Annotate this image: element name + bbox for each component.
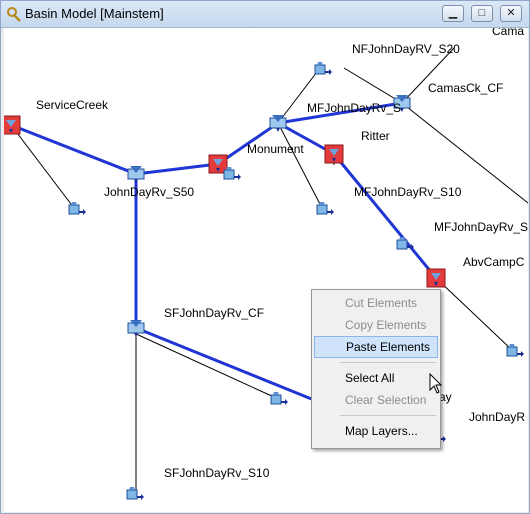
basin-model-icon (7, 7, 21, 22)
basin-network (4, 47, 528, 501)
label-sf-john-day-rv-s10: SFJohnDayRv_S10 (164, 466, 270, 480)
menu-map-layers[interactable]: Map Layers... (345, 424, 418, 438)
label-camas: Cama (492, 28, 525, 38)
window-title: Basin Model [Mainstem] (25, 6, 164, 21)
menu-separator (340, 362, 436, 363)
label-mf-john-day-rv-s10: MFJohnDayRv_S10 (354, 185, 462, 199)
basin-map-canvas[interactable]: Cama NFJohnDayRV_S20 CamasCk_CF ServiceC… (4, 28, 528, 512)
label-ritter: Ritter (361, 129, 390, 143)
menu-separator-2 (340, 415, 436, 416)
maximize-button[interactable]: □ (471, 5, 493, 22)
label-mf-john-day-rv-s: MFJohnDayRv_S (307, 101, 402, 115)
context-menu: Cut Elements Copy Elements Paste Element… (311, 289, 441, 449)
minimize-button[interactable]: ▁ (442, 5, 464, 22)
menu-cut-elements[interactable]: Cut Elements (345, 296, 418, 310)
menu-select-all[interactable]: Select All (345, 371, 395, 385)
label-john-day-rv-s50: JohnDayRv_S50 (104, 185, 195, 199)
menu-paste-elements[interactable]: Paste Elements (314, 336, 438, 358)
close-button[interactable]: ✕ (500, 5, 522, 22)
label-abv-camp-c: AbvCampC (463, 255, 525, 269)
menu-clear-selection[interactable]: Clear Selection (345, 393, 427, 407)
label-mf-john-day-rv-s-right: MFJohnDayRv_S (434, 220, 528, 234)
label-monument: Monument (247, 142, 304, 156)
label-john-day-r: JohnDayR (469, 410, 526, 424)
label-sf-john-day-rv-cf: SFJohnDayRv_CF (164, 306, 265, 320)
label-service-creek: ServiceCreek (36, 98, 109, 112)
label-ay: ay (439, 390, 452, 404)
mouse-cursor-icon (429, 373, 443, 394)
title-bar[interactable]: Basin Model [Mainstem] ▁ □ ✕ (1, 1, 529, 28)
label-nf-john-day-s20: NFJohnDayRV_S20 (352, 42, 460, 56)
menu-copy-elements[interactable]: Copy Elements (345, 318, 427, 332)
label-camas-ck-cf: CamasCk_CF (428, 81, 504, 95)
